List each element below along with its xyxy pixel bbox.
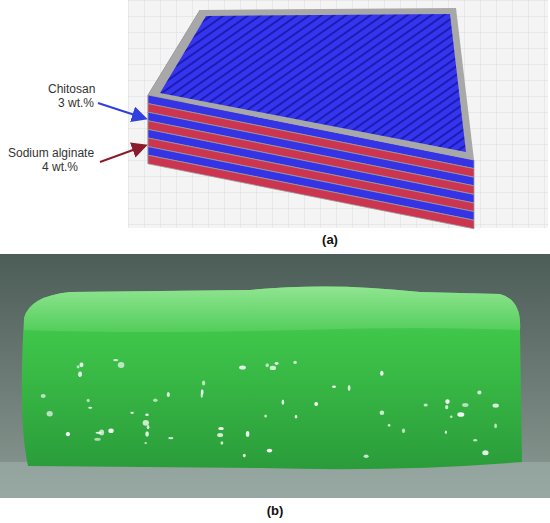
reflection (482, 450, 488, 455)
leader-arrow (100, 146, 144, 162)
reflection (147, 425, 150, 429)
reflection (348, 385, 351, 391)
reflection (275, 362, 279, 365)
reflection (477, 391, 481, 395)
reflection (145, 431, 149, 437)
reflection (66, 432, 70, 436)
reflection (41, 394, 46, 398)
light-reflections (41, 359, 499, 458)
reflection (144, 442, 147, 444)
reflection (153, 399, 158, 402)
reflection (402, 429, 405, 433)
reflection (202, 380, 205, 385)
top-rim (148, 8, 474, 160)
reflection (167, 392, 170, 397)
material-label: 3 wt.% (58, 96, 94, 110)
reflection (118, 362, 125, 368)
reflection (47, 411, 53, 416)
reflection (457, 412, 464, 417)
reflection (270, 366, 276, 370)
reflection (364, 455, 369, 458)
reflection (293, 361, 297, 364)
reflection (243, 454, 246, 458)
reflection (218, 427, 224, 430)
reflection (108, 428, 113, 433)
alginate-layer (148, 155, 474, 229)
grid-background (128, 0, 548, 228)
reflection (145, 413, 149, 416)
reflection (380, 411, 385, 415)
reflection (217, 433, 223, 437)
reflection (77, 365, 80, 368)
reflection (266, 363, 269, 367)
reflection (445, 405, 448, 409)
material-label: Sodium alginate (8, 146, 94, 160)
chitosan-layer (148, 147, 474, 221)
reflection (143, 420, 149, 426)
panel-label: (b) (267, 503, 284, 518)
reflection (88, 407, 92, 409)
reflection (473, 439, 477, 441)
reflection (450, 416, 452, 419)
scaffold-model (148, 10, 474, 229)
material-label: 4 wt.% (42, 160, 78, 174)
reflection (94, 438, 100, 441)
reflection (314, 402, 318, 406)
reflection (246, 431, 250, 437)
reflection (388, 424, 391, 427)
reflection (332, 386, 336, 388)
reflection (87, 399, 90, 403)
hydrogel-block (22, 286, 522, 469)
photo-background (0, 254, 550, 498)
hydrogel-top (24, 286, 520, 332)
reflection (282, 399, 285, 405)
material-label: Chitosan (48, 82, 95, 96)
reflection (99, 430, 104, 436)
reflection (201, 389, 204, 395)
reflection (221, 441, 224, 444)
reflection (424, 404, 428, 407)
reflection (462, 403, 468, 407)
reflection (80, 362, 84, 367)
reflection (494, 424, 497, 429)
reflection (295, 415, 298, 419)
reflection (239, 365, 246, 369)
panel-label: (a) (322, 232, 338, 247)
reflection (493, 403, 499, 407)
reflection (380, 371, 383, 376)
reflection (78, 371, 82, 377)
top-layer (160, 14, 466, 152)
reflection (267, 449, 272, 453)
reflection (445, 431, 447, 434)
reflection (168, 437, 173, 439)
reflection (264, 415, 267, 418)
reflection (445, 399, 449, 404)
reflection (113, 359, 118, 361)
reflection (130, 412, 134, 414)
leader-arrow (98, 103, 144, 118)
